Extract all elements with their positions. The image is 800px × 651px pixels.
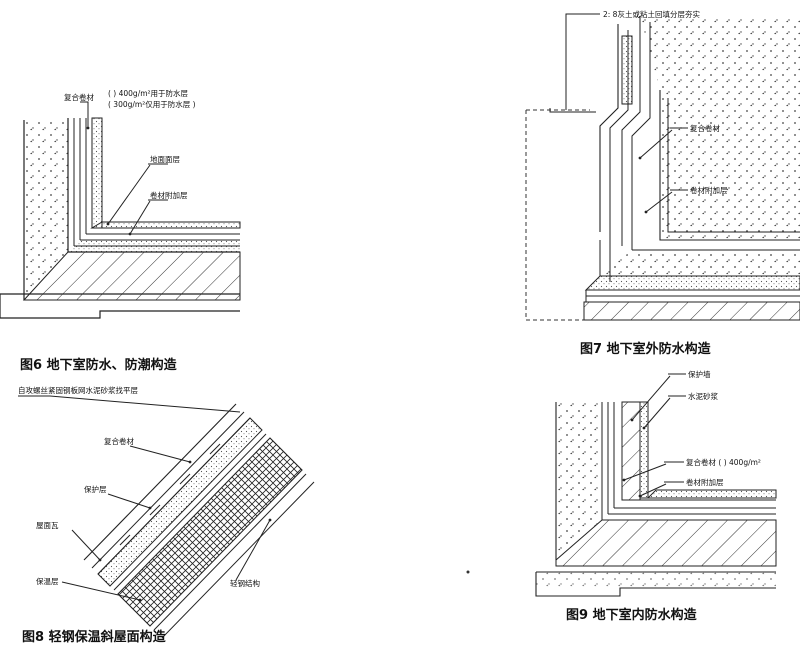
fig7-label-backfill: 2: 8灰土或粘土回填分层夯实 bbox=[603, 9, 700, 19]
fig7-backfill bbox=[525, 108, 596, 321]
fig7-leaders bbox=[565, 13, 688, 214]
fig8-label-insulation: 保温层 bbox=[36, 577, 59, 586]
fig8-label-protective-layer: 保护层 bbox=[84, 484, 107, 494]
fig7-wall bbox=[599, 16, 800, 250]
fig7-floor bbox=[583, 240, 800, 321]
fig6-leaders bbox=[80, 101, 168, 236]
fig7-label-additional-layer: 卷材附加层 bbox=[690, 185, 728, 195]
figure-6: 复合卷材 ( ) 400g/m²用于防水层 ( 300g/m²仅用于防水层 ) … bbox=[0, 88, 241, 319]
stray-dot bbox=[466, 570, 470, 574]
fig8-roof-layers bbox=[83, 403, 315, 639]
figure-9: 保护墙 水泥砂浆 复合卷材 ( ) 400g/m² 卷材附加层 bbox=[535, 369, 777, 597]
fig8-leaders bbox=[18, 395, 272, 602]
fig7-caption: 图7 地下室外防水构造 bbox=[580, 342, 711, 357]
fig9-leaders bbox=[622, 373, 686, 498]
fig6-wall bbox=[23, 117, 103, 300]
fig7-label-composite-membrane: 复合卷材 bbox=[690, 123, 720, 133]
fig6-floor bbox=[0, 221, 241, 319]
fig8-label-roof-tile: 屋面瓦 bbox=[36, 521, 59, 530]
fig9-label-protective-wall: 保护墙 bbox=[688, 369, 711, 379]
fig6-label-additional-layer: 卷材附加层 bbox=[150, 190, 188, 200]
fig8-caption: 图8 轻钢保温斜屋面构造 bbox=[22, 630, 166, 645]
figure-8: 自攻螺丝紧固钢板网水泥砂浆找平层 复合卷材 保护层 屋面瓦 保温层 轻钢结构 bbox=[18, 385, 470, 639]
figure-7: 2: 8灰土或粘土回填分层夯实 复合卷材 卷材附加层 bbox=[525, 9, 800, 321]
fig8-label-light-steel: 轻钢结构 bbox=[230, 578, 260, 588]
fig6-label-spec-300: ( 300g/m²仅用于防水层 ) bbox=[108, 99, 196, 109]
fig6-label-floor-surface: 地面面层 bbox=[150, 154, 180, 164]
fig8-label-composite-membrane: 复合卷材 bbox=[104, 436, 134, 446]
fig6-caption: 图6 地下室防水、防潮构造 bbox=[20, 358, 177, 373]
fig8-label-screw-panel: 自攻螺丝紧固钢板网水泥砂浆找平层 bbox=[18, 385, 138, 395]
fig9-label-composite-membrane: 复合卷材 ( ) 400g/m² bbox=[686, 457, 761, 467]
fig6-label-composite-membrane: 复合卷材 bbox=[64, 92, 94, 102]
fig6-label-spec-400: ( ) 400g/m²用于防水层 bbox=[108, 88, 189, 98]
fig9-floor bbox=[535, 489, 777, 597]
fig9-label-cement-mortar: 水泥砂浆 bbox=[688, 391, 718, 401]
fig9-caption: 图9 地下室内防水构造 bbox=[566, 608, 697, 623]
fig9-label-additional-layer: 卷材附加层 bbox=[686, 477, 724, 487]
